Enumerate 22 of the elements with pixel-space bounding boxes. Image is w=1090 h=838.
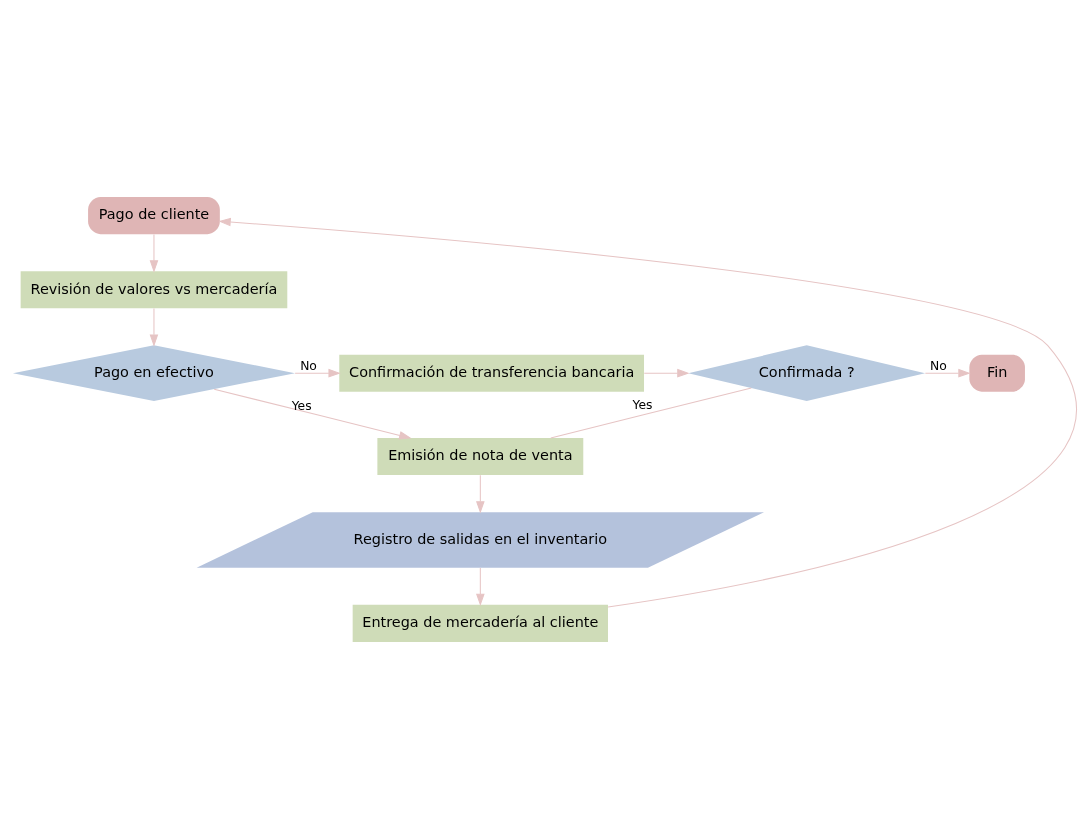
arrow [218, 217, 1077, 607]
arrow [643, 368, 690, 377]
edge-label: No [929, 358, 947, 373]
node-box: Revisión de valores vs mercadería [20, 270, 288, 308]
arrow [924, 368, 971, 377]
edge-label: No [300, 358, 317, 373]
node-diamond: Confirmada ? [688, 344, 926, 401]
arrow [476, 567, 485, 606]
arrow [149, 307, 159, 347]
node-box: Fin [969, 354, 1025, 392]
edge-label: Yes [291, 398, 312, 413]
node-box: Entrega de mercadería al cliente [352, 604, 608, 642]
node-box: Confirmación de transferencia bancaria [339, 354, 645, 392]
node-box: Pago de cliente [88, 196, 220, 234]
arrow [213, 388, 412, 440]
connector [550, 387, 752, 438]
edge-label: Yes [632, 397, 653, 412]
arrow [149, 233, 159, 273]
arrow [294, 368, 341, 377]
node-box: Emisión de nota de venta [377, 437, 584, 475]
arrow [476, 474, 485, 514]
node-diamond: Pago en efectivo [12, 344, 295, 401]
